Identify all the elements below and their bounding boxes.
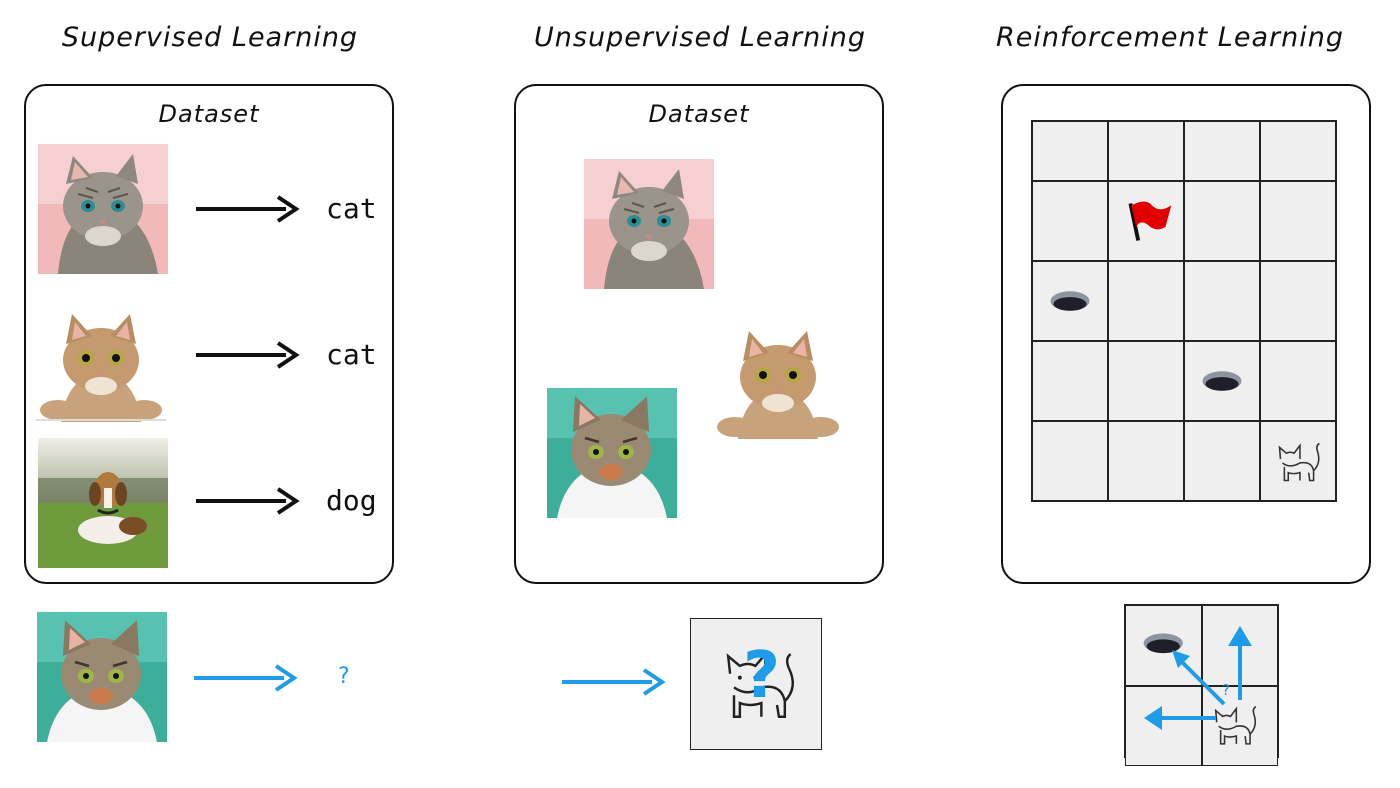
cat-agent-icon: [1278, 442, 1320, 482]
tabby-cat-photo: [36, 312, 166, 422]
unsupervised-dataset-panel: Dataset: [514, 84, 884, 584]
grid-cell: [1032, 421, 1108, 501]
title-reinforcement: Reinforcement Learning: [996, 22, 1344, 53]
beagle-dog-photo: [38, 438, 168, 568]
cat-question-icon: [726, 650, 794, 718]
grid-world: [1031, 120, 1337, 502]
cat-agent-icon: [1214, 705, 1256, 745]
query-question-mark: ?: [1222, 681, 1230, 699]
arrow-right-icon: [196, 341, 300, 369]
grid-cell: [1108, 421, 1184, 501]
action-arrows-icon: [1144, 626, 1252, 730]
arrow-right-blue-icon: [194, 664, 298, 692]
supervised-dataset-panel: Dataset cat: [24, 84, 394, 584]
grid-cell-hole: [1125, 605, 1202, 686]
title-supervised: Supervised Learning: [61, 22, 359, 53]
grid-cell: [1260, 181, 1336, 261]
grid-cell: [1260, 261, 1336, 341]
query-question-mark: ?: [743, 639, 781, 713]
hole-icon: [1202, 371, 1242, 391]
hole-icon: [1050, 291, 1090, 311]
arrow-right-blue-icon: [562, 668, 666, 696]
tabby-cat-photo: [712, 329, 844, 439]
grid-cell: [1108, 341, 1184, 421]
grid-cell: [1184, 421, 1260, 501]
grid-cell: [1032, 121, 1108, 181]
title-unsupervised: Unsupervised Learning: [534, 22, 866, 53]
grid-cell-goal: [1108, 181, 1184, 261]
unsupervised-query-box: ?: [690, 618, 822, 750]
grid-cell: [1108, 121, 1184, 181]
label-cat-1: cat: [326, 192, 377, 225]
grid-cell-agent: [1260, 421, 1336, 501]
grid-cell: [1108, 261, 1184, 341]
kitten-photo: [38, 144, 168, 274]
grid-cell: [1184, 121, 1260, 181]
grid-cell: [1032, 341, 1108, 421]
arrow-right-icon: [196, 195, 300, 223]
dataset-label: Dataset: [648, 100, 750, 128]
kitten-photo: [584, 159, 714, 289]
grid-cell: [1260, 121, 1336, 181]
green-bg-cat-photo: [37, 612, 167, 742]
arrow-right-icon: [196, 487, 300, 515]
grid-cell: [1184, 261, 1260, 341]
flag-icon: [1128, 201, 1172, 241]
grid-cell: [1260, 341, 1336, 421]
hole-icon: [1143, 633, 1183, 654]
dataset-label: Dataset: [158, 100, 260, 128]
green-bg-cat-photo: [547, 388, 677, 518]
query-question-mark: ?: [338, 664, 350, 689]
label-cat-2: cat: [326, 338, 377, 371]
grid-cell-hole: [1032, 261, 1108, 341]
reinforcement-env-panel: [1001, 84, 1371, 584]
label-dog: dog: [326, 484, 377, 517]
grid-cell: [1184, 181, 1260, 261]
grid-cell-hole: [1184, 341, 1260, 421]
grid-cell: [1125, 685, 1202, 766]
grid-cell: [1032, 181, 1108, 261]
